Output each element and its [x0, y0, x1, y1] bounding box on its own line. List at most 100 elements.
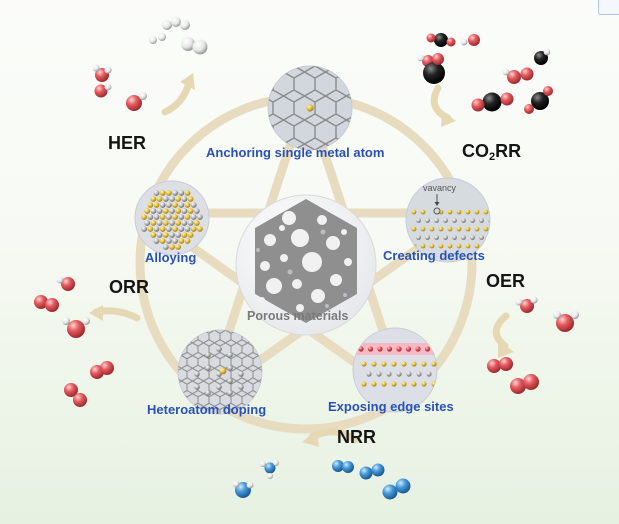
alloy-atom: [197, 226, 203, 232]
alloy-atom: [166, 238, 172, 244]
carbon-atom: [205, 365, 211, 371]
lattice-atom: [443, 235, 448, 240]
edge-lattice-atom: [376, 371, 382, 377]
molecule-atom: [149, 36, 157, 44]
alloy-atom: [156, 232, 163, 238]
lattice-atom: [416, 235, 421, 240]
alloy-atom: [159, 214, 166, 220]
edge-atom: [434, 346, 437, 352]
molecule-atom: [82, 317, 90, 325]
molecule-atom: [260, 461, 266, 467]
molecule-atom: [342, 461, 354, 473]
alloy-atom: [147, 226, 154, 232]
alloy-atom: [193, 220, 200, 226]
alloy-atom: [178, 202, 185, 208]
oer-label: OER: [486, 271, 526, 291]
carbon-atom: [227, 365, 233, 371]
vacancy-label: vavancy: [423, 183, 457, 193]
edge-lattice-atom: [411, 361, 417, 367]
molecule-atom: [181, 37, 195, 51]
edge-atom: [386, 346, 393, 352]
lattice-atom: [456, 209, 462, 215]
lattice-atom: [411, 209, 417, 215]
alloy-atom: [162, 196, 169, 202]
molecule-atom: [158, 33, 166, 41]
edge-lattice-atom: [381, 361, 387, 367]
alloy-atom: [150, 220, 157, 226]
lattice-atom: [465, 243, 471, 249]
corner-tab[interactable]: [598, 0, 619, 15]
molecule-atom: [62, 317, 70, 325]
alloy-atom: [156, 196, 163, 202]
alloy-atom: [184, 238, 191, 244]
alloy-atom: [184, 226, 191, 232]
edge-lattice-atom: [406, 371, 412, 377]
alloy-atom: [166, 202, 172, 208]
alloy-atom: [153, 214, 160, 220]
heteroatom-doping-bubble: [177, 329, 263, 415]
lattice-atom: [447, 226, 453, 232]
alloy-atom: [190, 202, 197, 208]
dopant-atom: [219, 367, 227, 375]
lattice-atom: [411, 226, 417, 232]
lattice-atom: [479, 235, 484, 240]
lattice-atom: [438, 243, 444, 249]
alloy-atom: [162, 232, 169, 238]
alloy-atom: [184, 214, 191, 220]
alloy-atom: [175, 244, 182, 250]
edge-lattice-atom: [411, 381, 417, 387]
alloy-atom: [197, 214, 203, 220]
alloy-atom: [147, 214, 154, 220]
molecule-atom: [417, 54, 425, 62]
carbon-atom: [205, 390, 211, 396]
exposing-edge-sites-label: Exposing edge sites: [328, 399, 454, 414]
creating-defects-label: Creating defects: [383, 248, 485, 263]
molecule-atom: [507, 70, 521, 84]
edge-lattice-atom: [361, 381, 367, 387]
molecule-atom: [502, 68, 510, 76]
lattice-atom: [461, 218, 466, 223]
edge-lattice-atom: [391, 361, 397, 367]
edge-lattice-atom: [391, 381, 397, 387]
molecule-atom: [468, 34, 480, 46]
alloy-atom: [159, 226, 166, 232]
molecule-atom: [523, 374, 539, 390]
alloy-atom: [162, 244, 169, 250]
edge-lattice-atom: [361, 361, 367, 367]
lattice-atom: [438, 226, 444, 232]
carbon-atom: [238, 371, 244, 377]
alloy-atom: [153, 190, 160, 196]
alloy-atom: [166, 214, 172, 220]
molecule-atom: [139, 92, 147, 100]
molecule-atom: [510, 378, 526, 394]
alloy-atom: [144, 208, 151, 214]
molecule-atom: [100, 361, 114, 375]
alloy-atom: [169, 232, 175, 238]
lattice-atom: [483, 226, 489, 232]
lattice-atom: [474, 226, 480, 232]
molecule-atom: [332, 460, 344, 472]
molecule-atom: [500, 92, 514, 106]
molecule-atom: [246, 481, 254, 489]
lattice-atom: [479, 218, 484, 223]
alloy-atom: [184, 190, 191, 196]
molecule-atom: [482, 92, 502, 112]
defects-lattice-bubble: [406, 178, 490, 262]
lattice-atom: [447, 243, 453, 249]
alloy-atom: [175, 232, 182, 238]
edge-atom: [424, 346, 431, 352]
lattice-atom: [470, 218, 475, 223]
molecule-atom: [192, 39, 208, 55]
lattice-atom: [447, 209, 453, 215]
molecule-atom: [61, 277, 75, 291]
edge-atom: [415, 346, 421, 352]
molecule-atom: [126, 95, 142, 111]
molecule-atom: [395, 478, 411, 494]
molecule-atom: [423, 62, 445, 84]
alloy-atom: [175, 208, 182, 214]
edge-lattice-atom: [401, 361, 407, 367]
single-atom-graphene-bubble: [267, 65, 353, 151]
nrr-label: NRR: [337, 427, 376, 447]
